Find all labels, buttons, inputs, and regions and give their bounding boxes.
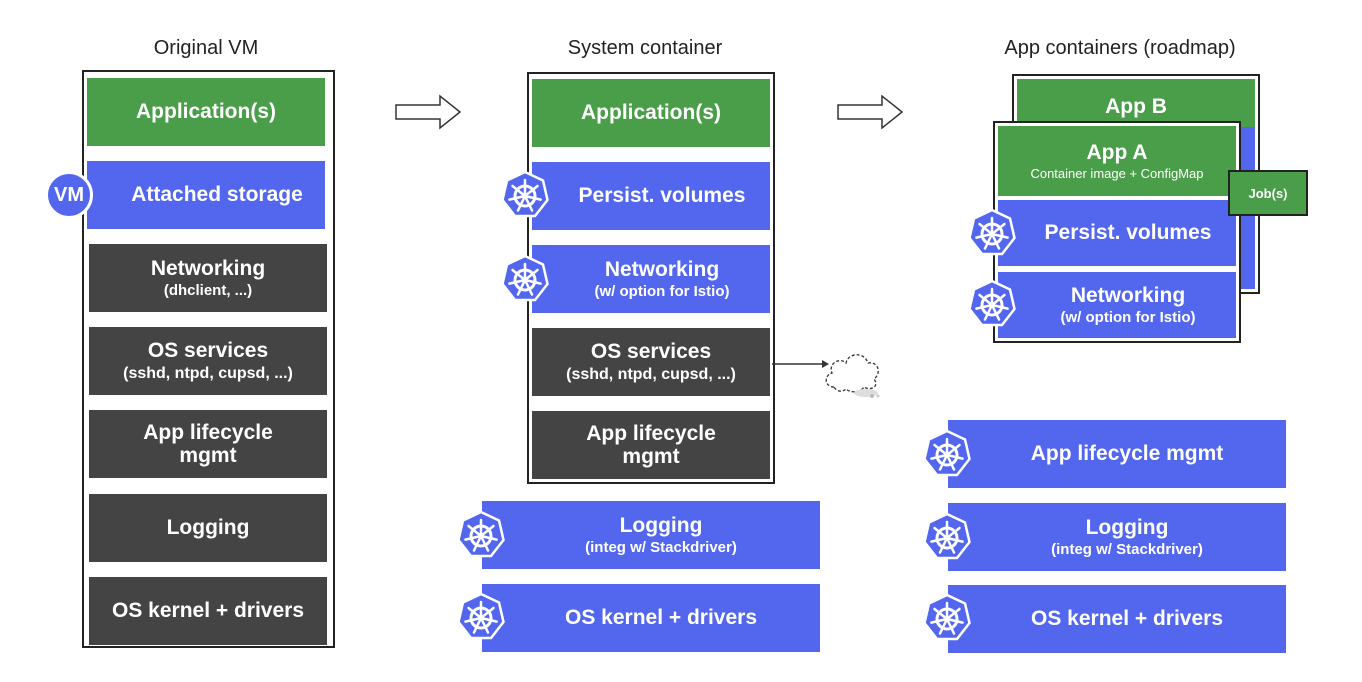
vm-kernel-layer: OS kernel + drivers [89,577,327,645]
layer-title: OS services [590,340,712,364]
kubernetes-icon [501,254,549,302]
kubernetes-icon [923,593,971,641]
app-b-layer: App B [1017,79,1255,127]
layer-title: Persist. volumes [578,184,746,208]
kubernetes-icon [457,592,505,640]
vm-logging-layer: Logging [89,494,327,562]
vm-badge: VM [45,171,93,219]
layer-subtitle: (w/ option for Istio) [594,282,730,300]
layer-title: OS services [147,339,269,363]
layer-title: OS kernel + drivers [111,599,305,623]
small-arrow-icon [772,360,829,368]
layer-title: Networking [150,256,266,280]
layer-title: Networking [1070,283,1186,307]
vm-networking-layer: Networking (dhclient, ...) [89,244,327,312]
app-networking-layer: Networking (w/ option for Istio) [998,272,1236,338]
system-logging-layer: Logging (integ w/ Stackdriver) [482,501,820,569]
layer-subtitle: (integ w/ Stackdriver) [1051,540,1203,558]
layer-title: App lifecycle [143,420,273,444]
layer-subtitle: (w/ option for Istio) [1060,308,1196,326]
app-logging-layer: Logging (integ w/ Stackdriver) [948,503,1286,571]
kubernetes-icon [923,512,971,560]
system-application-layer: Application(s) [532,79,770,147]
layer-title: Attached storage [131,183,303,207]
vm-storage-layer: Attached storage [87,161,325,229]
right-arrow-icon [837,94,904,130]
cloud-icon [825,354,880,398]
kubernetes-icon [501,170,549,218]
right-arrow-icon [395,94,462,130]
layer-title: App A [1086,140,1148,164]
app-a-layer: App A Container image + ConfigMap [998,126,1236,196]
layer-subtitle: (sshd, ntpd, cupsd, ...) [123,365,293,383]
layer-title: Logging [166,516,250,540]
vm-application-layer: Application(s) [87,78,325,146]
system-app-lifecycle-layer: App lifecycle mgmt [532,411,770,479]
system-volumes-layer: Persist. volumes [532,162,770,230]
layer-subtitle: (dhclient, ...) [163,281,253,299]
layer-title: OS kernel + drivers [1030,607,1224,631]
layer-title: Application(s) [136,100,276,124]
app-lifecycle-layer: App lifecycle mgmt [948,420,1286,488]
layer-title: Networking [604,257,720,281]
layer-title: Application(s) [581,101,721,125]
layer-title: Logging [1085,515,1169,539]
kubernetes-icon [457,510,505,558]
job-box: Job(s) [1228,170,1308,216]
layer-title: Persist. volumes [1044,221,1212,245]
layer-title: App lifecycle mgmt [1030,442,1224,466]
kubernetes-icon [968,208,1016,256]
system-column-title: System container [567,37,723,59]
vm-os-services-layer: OS services (sshd, ntpd, cupsd, ...) [89,327,327,395]
layer-title: OS kernel + drivers [564,606,758,630]
layer-subtitle: mgmt [179,444,237,467]
layer-subtitle: Container image + ConfigMap [1030,165,1204,181]
vm-app-lifecycle-layer: App lifecycle mgmt [89,410,327,478]
kubernetes-icon [923,429,971,477]
system-kernel-layer: OS kernel + drivers [482,584,820,652]
layer-subtitle: mgmt [622,445,680,468]
layer-title: App B [1105,95,1167,118]
layer-title: Logging [619,513,703,537]
app-volumes-layer: Persist. volumes [998,200,1236,266]
layer-title: App lifecycle [586,421,716,445]
kubernetes-icon [968,279,1016,327]
system-networking-layer: Networking (w/ option for Istio) [532,245,770,313]
app-kernel-layer: OS kernel + drivers [948,585,1286,653]
vm-column-title: Original VM [153,37,259,59]
layer-subtitle: (integ w/ Stackdriver) [585,538,737,556]
layer-subtitle: (sshd, ntpd, cupsd, ...) [566,366,736,384]
app-column-title: App containers (roadmap) [1004,37,1236,59]
system-os-services-layer: OS services (sshd, ntpd, cupsd, ...) [532,328,770,396]
